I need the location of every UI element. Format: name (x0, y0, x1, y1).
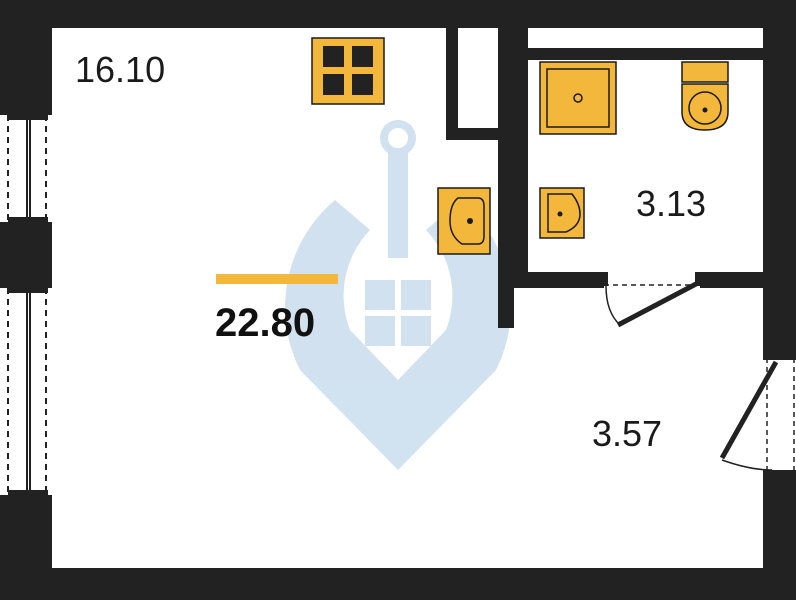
wall-bathroom-inner-left (514, 28, 528, 288)
wall-bathroom-bottom-right (700, 272, 763, 288)
wall-left-lower (0, 495, 52, 600)
interior-walls (446, 28, 763, 328)
total-area-accent-bar (216, 274, 338, 284)
bathroom-door[interactable] (600, 272, 703, 328)
wall-kitchen-niche-bottom (446, 128, 498, 140)
room-area-living: 16.10 (75, 49, 166, 90)
wall-bathroom-bottom-left (514, 272, 604, 288)
window-left-lower (6, 288, 48, 495)
wall-left-middle (0, 222, 52, 288)
wall-left-upper (0, 0, 52, 115)
wall-kitchen-niche-left (446, 28, 458, 140)
room-area-bathroom: 3.13 (636, 183, 707, 224)
wall-bathroom-left (498, 28, 514, 288)
entrance-door[interactable] (719, 352, 796, 478)
total-area: 22.80 (215, 301, 316, 345)
kitchen-sink-icon (437, 187, 491, 255)
wall-right-upper (763, 0, 796, 356)
room-area-hallway: 3.57 (592, 413, 663, 454)
window-left-upper (6, 115, 48, 222)
shower-icon (539, 61, 617, 135)
anchor-house-watermark-icon (285, 120, 511, 470)
stove-icon (311, 37, 385, 105)
wall-bathroom-top-shelf (528, 48, 763, 60)
wall-partition-stub (498, 288, 514, 328)
wall-top (0, 0, 796, 28)
wall-right-lower (763, 475, 796, 600)
wall-bottom (0, 568, 796, 600)
bathroom-sink-icon (539, 187, 585, 239)
toilet-icon (681, 61, 729, 131)
